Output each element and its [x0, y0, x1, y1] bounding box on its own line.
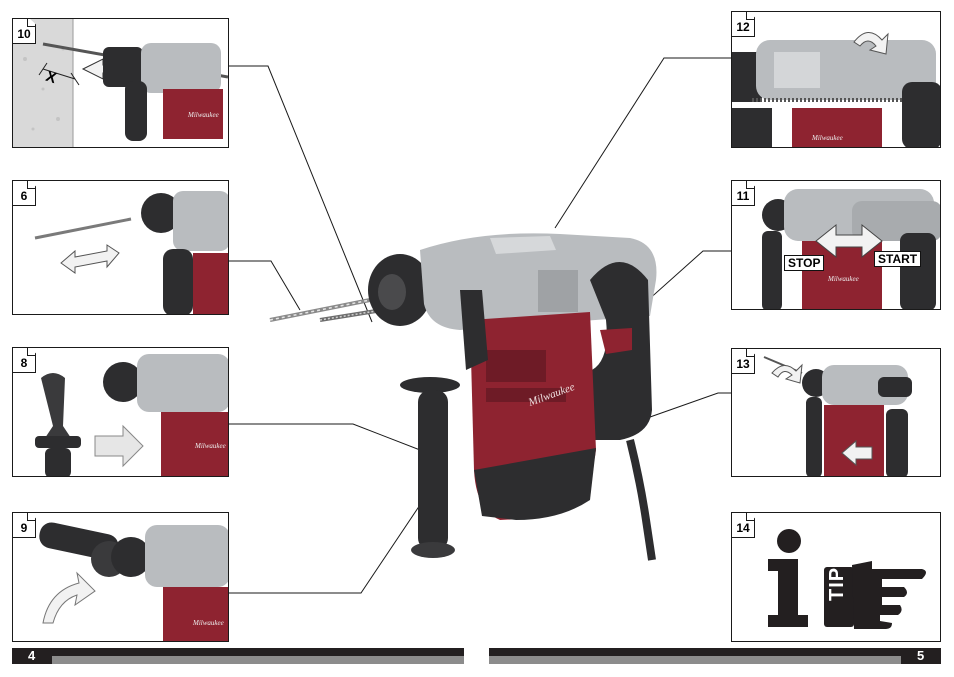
mode-selector-illustration: Milwaukee	[762, 189, 940, 309]
figure-panel-6: 6	[12, 180, 229, 315]
page-number-left: 4	[28, 648, 36, 663]
side-handle-rotation-illustration: Milwaukee	[39, 522, 228, 641]
chuck-release-illustration	[763, 356, 912, 476]
brand-mark: Milwaukee	[811, 134, 843, 142]
side-handle-mounting-illustration: Milwaukee	[35, 354, 228, 476]
panel-number: 10	[13, 19, 36, 44]
footer-shade-left	[52, 656, 464, 664]
tip-illustration	[768, 529, 926, 629]
footer-shade-right	[489, 656, 901, 664]
tip-label: TIP	[826, 566, 848, 601]
stop-label: STOP	[784, 255, 825, 271]
panel-number: 11	[732, 181, 755, 206]
brand-mark: Milwaukee	[187, 111, 219, 119]
rotary-hammer-main-illustration: Milwaukee	[269, 233, 657, 561]
depth-stop-illustration: Milwaukee	[13, 19, 228, 147]
figure-panel-8: 8 Milwaukee	[12, 347, 229, 477]
panel-number: 8	[13, 348, 36, 373]
panel-number: 13	[732, 349, 755, 374]
pointing-hand-icon	[824, 561, 926, 629]
bit-insertion-illustration	[34, 191, 228, 314]
figure-panel-11: 11 Milwaukee STOP START	[731, 180, 941, 310]
panel-number: 14	[732, 513, 755, 538]
panel-number: 9	[13, 513, 36, 538]
chisel-position-illustration: Milwaukee	[732, 32, 940, 147]
figure-panel-13: 13	[731, 348, 941, 477]
info-icon	[768, 529, 808, 627]
brand-mark: Milwaukee	[194, 442, 226, 450]
brand-mark: Milwaukee	[827, 275, 859, 283]
panel-number: 6	[13, 181, 36, 206]
start-label: START	[874, 251, 922, 267]
panel-number: 12	[732, 12, 755, 37]
figure-panel-9: 9 Milwaukee	[12, 512, 229, 642]
figure-panel-12: 12 Milwaukee	[731, 11, 941, 148]
figure-panel-10: 10 Milwaukee X	[12, 18, 229, 148]
figure-panel-14: 14 TIP	[731, 512, 941, 642]
brand-mark: Milwaukee	[192, 619, 224, 627]
page-number-right: 5	[917, 648, 925, 663]
